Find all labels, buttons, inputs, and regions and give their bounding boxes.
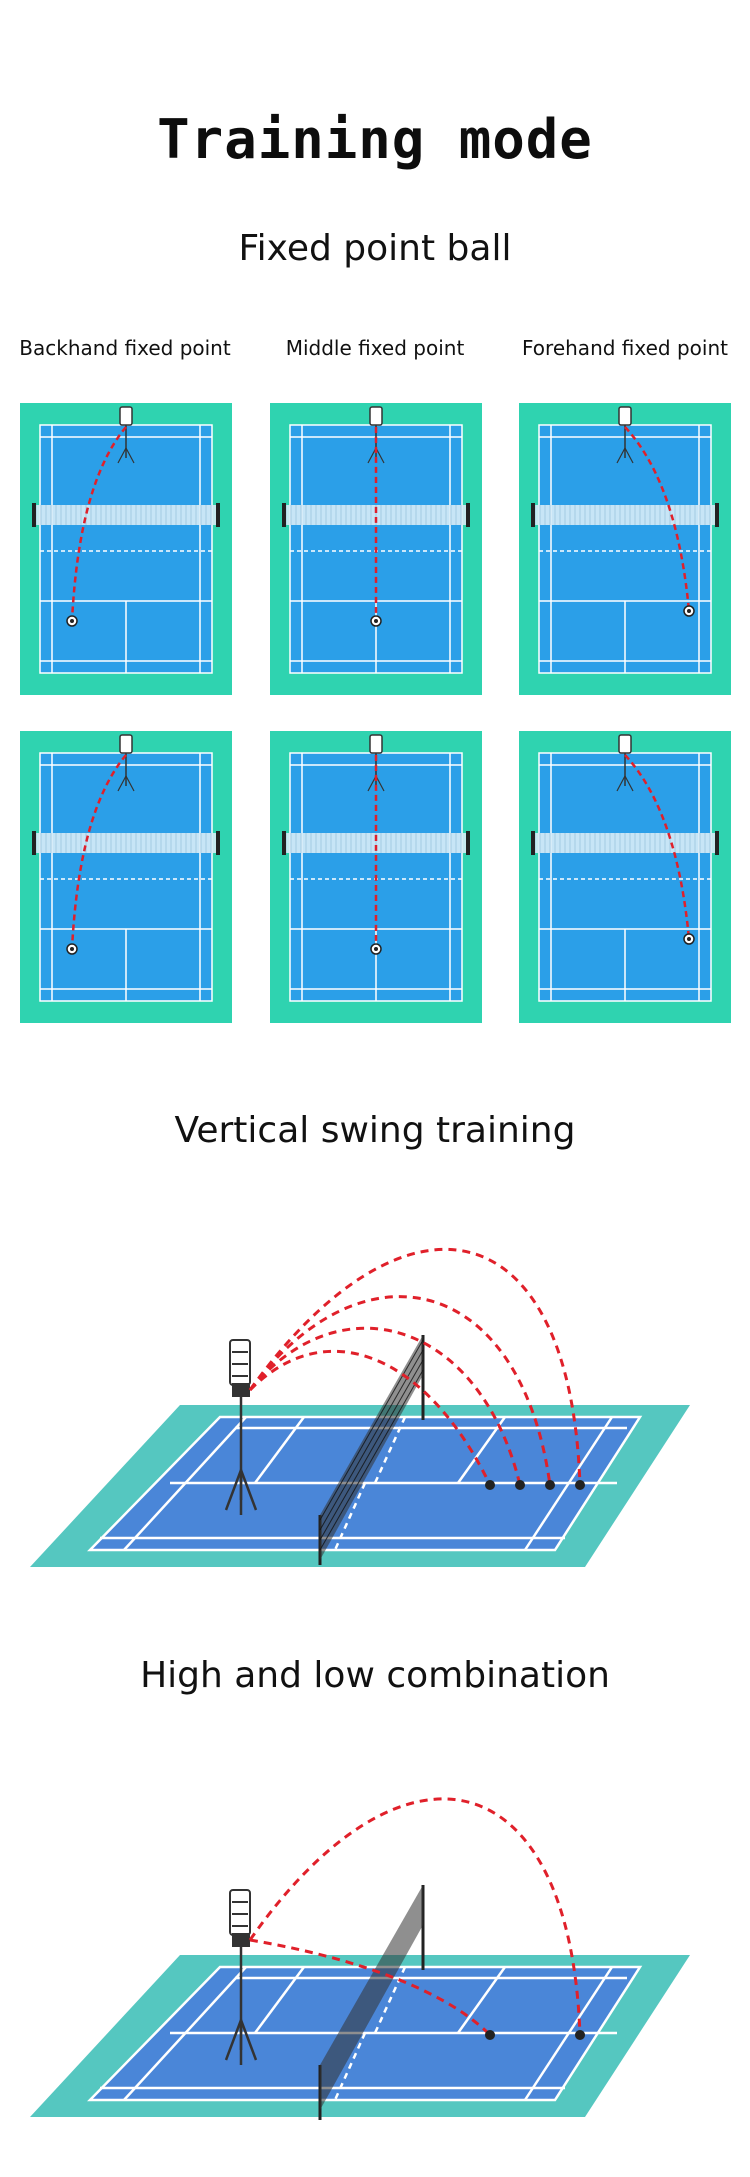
court-lines bbox=[538, 424, 712, 674]
net bbox=[318, 1335, 425, 1565]
trajectories bbox=[248, 1797, 582, 2037]
court-backhand-top bbox=[20, 403, 232, 695]
page-title: Training mode bbox=[157, 108, 593, 171]
ball-machine-icon bbox=[117, 734, 135, 792]
court-backhand-bottom bbox=[20, 731, 232, 1023]
trajectory bbox=[70, 426, 127, 622]
label-backhand: Backhand fixed point bbox=[19, 336, 231, 360]
trajectories bbox=[248, 1247, 582, 1486]
trajectory bbox=[624, 754, 691, 940]
court-forehand-top bbox=[519, 403, 731, 695]
court-middle-bottom bbox=[270, 731, 482, 1023]
ball-machine-icon bbox=[616, 734, 634, 792]
section-heading-fixed-point: Fixed point ball bbox=[238, 228, 512, 269]
ball-machine-icon bbox=[117, 406, 135, 464]
ball-machine-icon bbox=[224, 1339, 258, 1515]
shuttle-targets bbox=[485, 2030, 585, 2040]
court-middle-top bbox=[270, 403, 482, 695]
trajectory bbox=[624, 426, 691, 612]
section-heading-high-low: High and low combination bbox=[140, 1655, 610, 1696]
trajectory bbox=[70, 754, 127, 950]
court-lines bbox=[289, 424, 463, 674]
label-forehand: Forehand fixed point bbox=[522, 336, 728, 360]
court-lines bbox=[87, 1415, 643, 1552]
court-forehand-bottom bbox=[519, 731, 731, 1023]
high-low-illustration bbox=[0, 1735, 750, 2135]
ball-machine-icon bbox=[224, 1889, 258, 2065]
label-middle: Middle fixed point bbox=[285, 336, 465, 360]
shuttle-targets bbox=[485, 1480, 585, 1490]
section-heading-vertical-swing: Vertical swing training bbox=[174, 1110, 576, 1151]
ball-machine-icon bbox=[616, 406, 634, 464]
vertical-swing-illustration bbox=[0, 1180, 750, 1580]
